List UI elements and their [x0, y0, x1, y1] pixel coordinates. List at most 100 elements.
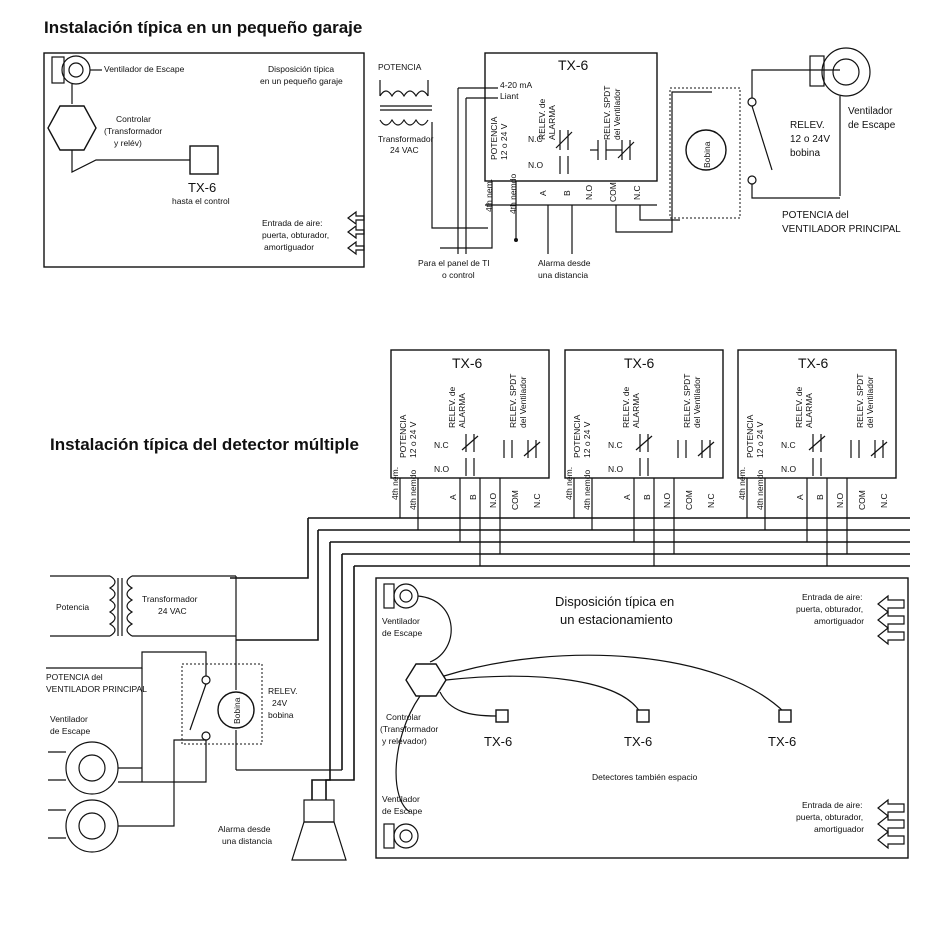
transformer-line1: Transformador: [378, 134, 434, 144]
terminal-label: COM: [684, 490, 694, 510]
no-label: N.O: [781, 464, 797, 474]
air-inlet-line1: Entrada de aire:: [262, 218, 322, 228]
air-inlet-arrow-icon: [877, 798, 905, 850]
title-multi-detector: Instalación típica del detector múltiple: [50, 435, 359, 454]
controller-hexagon-icon: [405, 663, 447, 697]
terminal-label: A: [538, 190, 548, 196]
terminal-label: COM: [608, 182, 618, 202]
no-label: N.O: [434, 464, 450, 474]
unit-title: TX-6: [798, 355, 829, 371]
fan-relay-label2: del Ventilador: [612, 88, 622, 140]
fan-top-line2: de Escape: [382, 628, 422, 638]
terminal-label: N.O: [835, 493, 845, 509]
terminal-label: 4th nem.: [737, 467, 747, 500]
terminal-label: B: [642, 494, 652, 500]
terminal-label: 4th nemdo: [755, 470, 765, 510]
transformer-icon: [50, 575, 236, 637]
potencia-label: Potencia: [56, 602, 89, 612]
fan-relay-label: RELEV. SPDT: [508, 374, 518, 429]
main-power-line2: VENTILADOR PRINCIPAL: [46, 684, 147, 694]
power-voltage: 12 o 24 V: [755, 421, 765, 458]
remote-alarm-line1: Alarma desde: [538, 258, 591, 268]
relay-contacts-icon: [555, 130, 635, 174]
tx6-unit-1: TX-6 POTENCIA 12 o 24 V RELEV. de ALARMA…: [390, 349, 550, 479]
fan-bottom-line1: Ventilador: [382, 794, 420, 804]
alarm-relay-label: RELEV. de: [621, 386, 631, 428]
detector-label: TX-6: [484, 734, 512, 749]
layout-title-line1: Disposición típica: [268, 64, 334, 74]
detector-icon: [778, 709, 792, 723]
terminal-label: 4th nemdo: [408, 470, 418, 510]
power-label: POTENCIA: [489, 116, 499, 160]
parking-title-line1: Disposición típica en: [555, 594, 674, 609]
transformer-icon: [379, 80, 432, 126]
detector-label: TX-6: [188, 180, 216, 195]
fan-line1: Ventilador: [848, 106, 893, 117]
title-small-garage: Instalación típica en un pequeño garaje: [44, 18, 362, 37]
tx6-unit-3: TX-6 POTENCIA 12 o 24 V RELEV. de ALARMA…: [737, 349, 897, 479]
terminal-label: N.C: [706, 493, 716, 508]
fan-relay-label: RELEV. SPDT: [855, 374, 865, 429]
transformer-line1: Transformador: [142, 594, 198, 604]
main-power-line2: VENTILADOR PRINCIPAL: [782, 224, 901, 235]
terminal-label: COM: [857, 490, 867, 510]
alarm-relay-label2: ALARMA: [547, 105, 557, 140]
power-voltage: 12 o 24 V: [499, 123, 509, 160]
fan-relay-label: RELEV. SPDT: [602, 86, 612, 141]
relay-line1: RELEV.: [790, 120, 825, 131]
remote-alarm-line1: Alarma desde: [218, 824, 271, 834]
remote-alarm-line2: una distancia: [222, 836, 272, 846]
fan-bottom-line2: de Escape: [382, 806, 422, 816]
nc-label: N.C: [434, 440, 449, 450]
terminal-label: N.O: [662, 493, 672, 509]
terminal-label: 4th nemdo: [582, 470, 592, 510]
spacing-note: Detectores también espacio: [592, 772, 698, 782]
power-label: POTENCIA: [572, 414, 582, 458]
terminal-strip: 4th nem. 4th nemdo A B N.O COM N.C: [484, 174, 642, 214]
fan-line2: de Escape: [50, 726, 90, 736]
relay-switch-icon: [189, 675, 211, 741]
top-wiring: POTENCIA Transformador 24 VAC TX-6 4-20 …: [378, 47, 901, 280]
exhaust-fan-icon: [48, 741, 119, 795]
air-inlet-line3: amortiguador: [264, 242, 314, 252]
nc-label: N.C: [781, 440, 796, 450]
controller-line2: (Transformador: [104, 126, 162, 136]
power-voltage: 12 o 24 V: [582, 421, 592, 458]
controller-hexagon-icon: [47, 105, 97, 151]
no-label: N.O: [528, 160, 544, 170]
fan-relay-label2: del Ventilador: [518, 376, 528, 428]
terminal-label: 4th nem.: [390, 467, 400, 500]
fan-relay-label2: del Ventilador: [692, 376, 702, 428]
controller-line1: Controlar: [116, 114, 151, 124]
controller-line3: y relév): [114, 138, 142, 148]
signal-com-label: Liant: [500, 91, 519, 101]
alarm-relay-label2: ALARMA: [631, 393, 641, 428]
power-label: POTENCIA: [398, 414, 408, 458]
alarm-relay-label2: ALARMA: [457, 393, 467, 428]
terminal-label: A: [622, 494, 632, 500]
main-power-line1: POTENCIA del: [782, 210, 849, 221]
alarm-relay-label: RELEV. de: [794, 386, 804, 428]
coil-label: Bobina: [232, 697, 242, 724]
air-inlet-top-line1: Entrada de aire:: [802, 592, 862, 602]
controller-line3: y relevador): [382, 736, 427, 746]
terminal-label: B: [562, 190, 572, 196]
detector-icon: [495, 709, 509, 723]
air-inlet-bottom-line2: puerta, obturador,: [796, 812, 863, 822]
signal-label: 4-20 mA: [500, 80, 532, 90]
terminal-label: N.C: [879, 493, 889, 508]
terminal-label: N.O: [488, 493, 498, 509]
parking-title-line2: un estacionamiento: [560, 612, 673, 627]
coil-icon: [685, 129, 727, 171]
terminal-label: B: [815, 494, 825, 500]
exhaust-fan-icon: [383, 823, 419, 849]
air-inlet-bottom-line1: Entrada de aire:: [802, 800, 862, 810]
multi-units: TX-6 POTENCIA 12 o 24 V RELEV. de ALARMA…: [46, 349, 910, 861]
exhaust-fan-icon: [809, 47, 871, 196]
parking-layout: Disposición típica en un estacionamiento…: [375, 577, 909, 859]
potencia-label: POTENCIA: [378, 62, 422, 72]
alarm-relay-label: RELEV. de: [537, 98, 547, 140]
terminal-label: COM: [510, 490, 520, 510]
terminal-label: 4th nemdo: [508, 174, 518, 214]
